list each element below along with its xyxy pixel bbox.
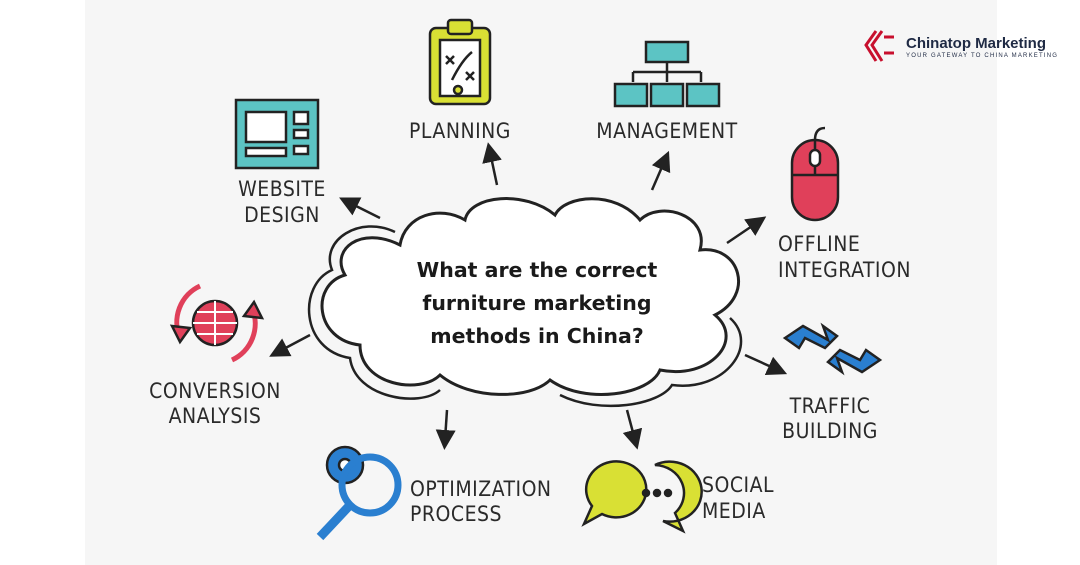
central-cloud	[307, 197, 743, 408]
question-line-3: methods in China?	[430, 324, 644, 348]
arrow-social	[622, 409, 643, 450]
logo-mark-icon	[864, 30, 894, 62]
arrow-offline	[726, 216, 767, 245]
label-offline-1: OFFLINE	[778, 232, 860, 256]
node-labels: PLANNING MANAGEMENT WEBSITE DESIGN OFFLI…	[149, 119, 911, 526]
label-traffic-2: BUILDING	[782, 419, 878, 443]
label-social-1: SOCIAL	[702, 473, 774, 497]
arrow-website	[339, 197, 381, 220]
label-social-2: MEDIA	[702, 499, 766, 523]
label-website-1: WEBSITE	[238, 177, 326, 201]
question-line-2: furniture marketing	[422, 291, 651, 315]
arrow-conversion	[269, 333, 311, 357]
label-offline-2: INTEGRATION	[778, 258, 911, 282]
label-conversion-1: CONVERSION	[149, 379, 281, 403]
logo-name: Chinatop Marketing	[906, 35, 1047, 52]
arrow-management	[650, 150, 671, 191]
globe-refresh-icon	[169, 283, 265, 363]
chat-bubbles-icon	[581, 460, 703, 534]
label-optimization-2: PROCESS	[410, 502, 502, 526]
central-question: What are the correct furniture marketing…	[417, 258, 658, 348]
website-icon	[234, 98, 320, 170]
label-conversion-2: ANALYSIS	[169, 404, 262, 428]
label-traffic-1: TRAFFIC	[789, 394, 871, 418]
arrow-traffic	[744, 353, 788, 375]
logo-tagline: YOUR GATEWAY TO CHINA MARKETING	[906, 53, 1059, 59]
arrows	[269, 142, 788, 450]
label-optimization-1: OPTIMIZATION	[410, 477, 552, 501]
label-management: MANAGEMENT	[596, 119, 737, 143]
clipboard-icon	[428, 18, 492, 106]
label-planning: PLANNING	[409, 119, 511, 143]
traffic-arrows-icon	[782, 322, 883, 376]
arrow-optimization	[435, 409, 456, 450]
arrow-planning	[482, 142, 502, 186]
mouse-icon	[790, 126, 840, 222]
gear-magnifier-icon	[316, 445, 402, 541]
hierarchy-icon	[613, 40, 721, 108]
label-website-2: DESIGN	[244, 203, 320, 227]
question-line-1: What are the correct	[417, 258, 658, 282]
